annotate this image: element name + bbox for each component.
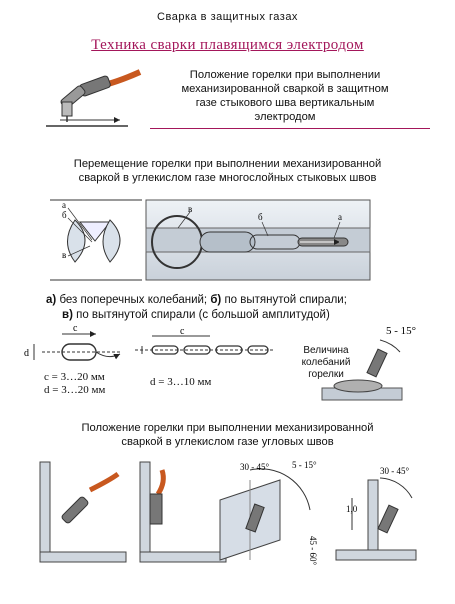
label-a-plan: а	[338, 212, 342, 222]
page-title: Техника сварки плавящимся электродом	[91, 37, 364, 53]
fillet-sketch-2	[139, 461, 227, 563]
legend-text-b: по вытянутой спирали;	[224, 294, 347, 306]
angle-sketch: 5 - 15°	[321, 325, 416, 401]
fillet-sketch-4: 30 - 45° 1,0	[335, 466, 417, 561]
section1-line: газе стыкового шва вертикальным	[195, 97, 375, 109]
fillet-offset: 1,0	[346, 504, 358, 514]
label-c2: с	[180, 326, 185, 337]
fillet-angle-d: 30 - 45°	[380, 466, 409, 476]
section2-line: Перемещение горелки при выполнении механ…	[73, 158, 382, 170]
legend-key-v: в)	[62, 309, 73, 321]
label-d: d	[24, 348, 29, 359]
c-range: с = 3…20 мм	[44, 371, 105, 383]
page-header: Сварка в защитных газах	[157, 11, 298, 23]
vertical-torch-illustration	[46, 69, 142, 127]
fillet-sketch-3: 30 - 45° 5 - 15° 45 - 60°	[219, 460, 318, 565]
section3-line: Положение горелки при выполнении механиз…	[81, 422, 374, 434]
label-v-left: в	[62, 250, 66, 260]
joint-cross-section: а б в	[50, 199, 142, 281]
section2-caption: Перемещение горелки при выполнении механ…	[0, 157, 455, 185]
angle-label: 5 - 15°	[386, 325, 416, 337]
amplitude-line: горелки	[308, 369, 344, 380]
section1-line: Положение горелки при выполнении	[189, 69, 381, 81]
label-a-left: а	[62, 200, 66, 210]
label-b-plan: б	[258, 212, 263, 222]
legend-text-v: по вытянутой спирали (с большой амплитуд…	[76, 309, 330, 321]
section1-line: электродом	[254, 111, 316, 123]
legend-key-a: а)	[46, 294, 57, 306]
amplitude-caption: Величина колебаний горелки	[296, 345, 356, 381]
legend-line-1: а) без поперечных колебаний; б) по вытян…	[46, 293, 446, 307]
section1-line: механизированной сваркой в защитном	[181, 83, 389, 95]
label-c: с	[73, 323, 78, 334]
oscillation-sketch-1: с d	[24, 323, 121, 361]
plan-view-plate: в б а	[145, 199, 371, 281]
section3-line: сваркой в углекислом газе угловых швов	[121, 436, 334, 448]
fillet-sketch-1	[39, 461, 127, 563]
section1-caption: Положение горелки при выполнении механиз…	[150, 68, 420, 124]
fillet-angle-b: 5 - 15°	[292, 460, 317, 470]
oscillation-sketch-2: с	[135, 326, 275, 355]
amplitude-line: Величина	[303, 345, 349, 356]
section1-rule	[150, 128, 430, 129]
fillet-angle-a: 30 - 45°	[240, 462, 269, 472]
d-range: d = 3…20 мм	[44, 384, 106, 396]
section3-caption: Положение горелки при выполнении механиз…	[0, 421, 455, 449]
legend-key-b: б)	[210, 294, 222, 306]
section2-line: сваркой в углекислом газе многослойных с…	[78, 172, 377, 184]
legend-line-2: в) по вытянутой спирали (с большой ампли…	[62, 308, 442, 322]
label-b-left: б	[62, 210, 67, 220]
label-v-plan: в	[188, 204, 192, 214]
amplitude-line: колебаний	[301, 357, 351, 368]
legend-text-a: без поперечных колебаний;	[59, 294, 208, 306]
d2-range: d = 3…10 мм	[150, 376, 212, 388]
fillet-angle-c: 45 - 60°	[308, 536, 318, 565]
